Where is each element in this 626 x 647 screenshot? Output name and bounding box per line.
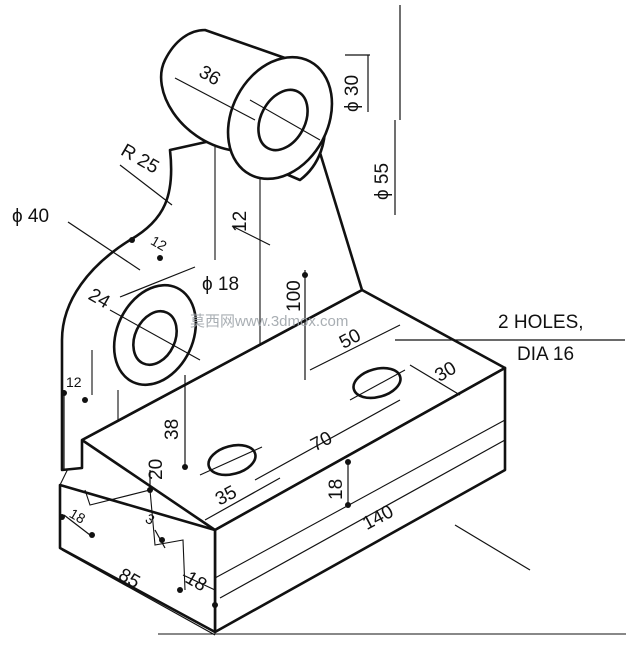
dim-18-left: 18 [67, 505, 89, 527]
lower-boss-centerline [109, 309, 201, 361]
dim-phi30: ϕ 30 [342, 75, 363, 112]
base-plate [58, 288, 507, 634]
dim-38: 38 [162, 419, 183, 440]
hole-right-cross [349, 369, 406, 401]
dim-phi40: ϕ 40 [12, 206, 49, 227]
top-boss-centerline [249, 99, 321, 141]
lower-boss-side [91, 350, 119, 420]
base-left-face [58, 483, 217, 634]
dim-r25: R 25 [117, 140, 162, 178]
dim-12-top: 12 [230, 211, 251, 232]
base-slot-outline [84, 489, 186, 591]
lower-boss-hole [132, 309, 178, 367]
dim-12-left: 12 [66, 374, 82, 390]
watermark-text: 莫西网www.3dmox.com [190, 313, 348, 330]
lower-boss [91, 283, 201, 420]
dim-phi55: ϕ 55 [372, 163, 393, 200]
note-line-2: DIA 16 [517, 344, 574, 365]
dim-12-rib: 12 [148, 232, 170, 254]
hole-left-cross [199, 446, 263, 476]
note-line-1: 2 HOLES, [498, 312, 584, 333]
dim-100: 100 [284, 280, 305, 312]
top-boss [159, 28, 334, 182]
dim-phi18: ϕ 18 [202, 274, 239, 295]
base-front-midline [214, 419, 506, 579]
dimension-dots [59, 237, 351, 608]
dim-18-mid: 18 [326, 479, 347, 500]
dim-20: 20 [146, 459, 167, 480]
base-hole-right [352, 366, 402, 400]
